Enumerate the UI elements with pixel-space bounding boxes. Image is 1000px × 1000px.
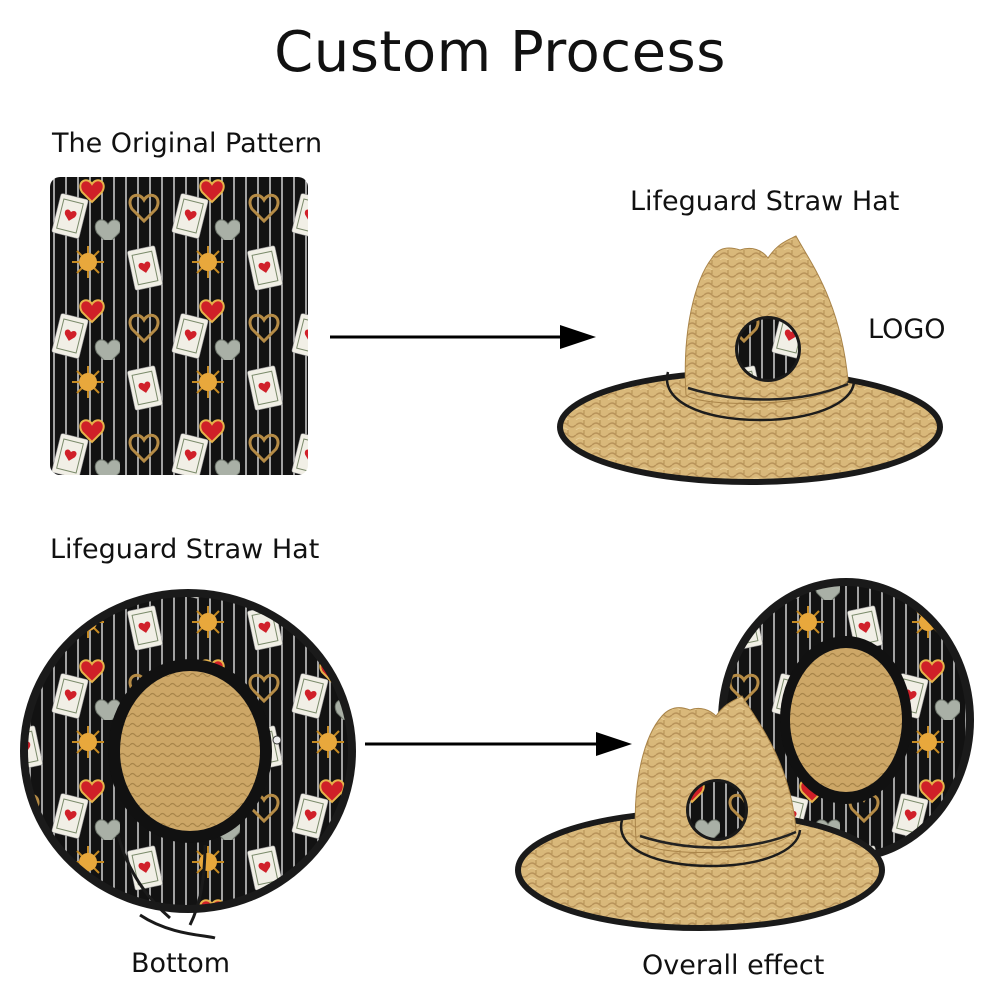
straw-hat-underside (20, 589, 356, 940)
page-title: Custom Process (274, 20, 726, 85)
lifeguard-hat-bottom-label: Lifeguard Straw Hat (50, 534, 320, 565)
arrow-right-icon (365, 732, 632, 756)
bottom-label: Bottom (131, 948, 231, 979)
overall-effect-label: Overall effect (642, 950, 825, 981)
logo-patch (738, 319, 798, 379)
original-pattern-label: The Original Pattern (52, 128, 323, 159)
arrow-right-icon (330, 325, 596, 349)
logo-label: LOGO (868, 314, 946, 345)
logo-patch (689, 782, 745, 838)
lifeguard-hat-top-label: Lifeguard Straw Hat (630, 186, 900, 217)
original-pattern-swatch (50, 177, 308, 475)
overall-hat-front (515, 695, 885, 931)
straw-hat-with-logo (557, 235, 943, 485)
